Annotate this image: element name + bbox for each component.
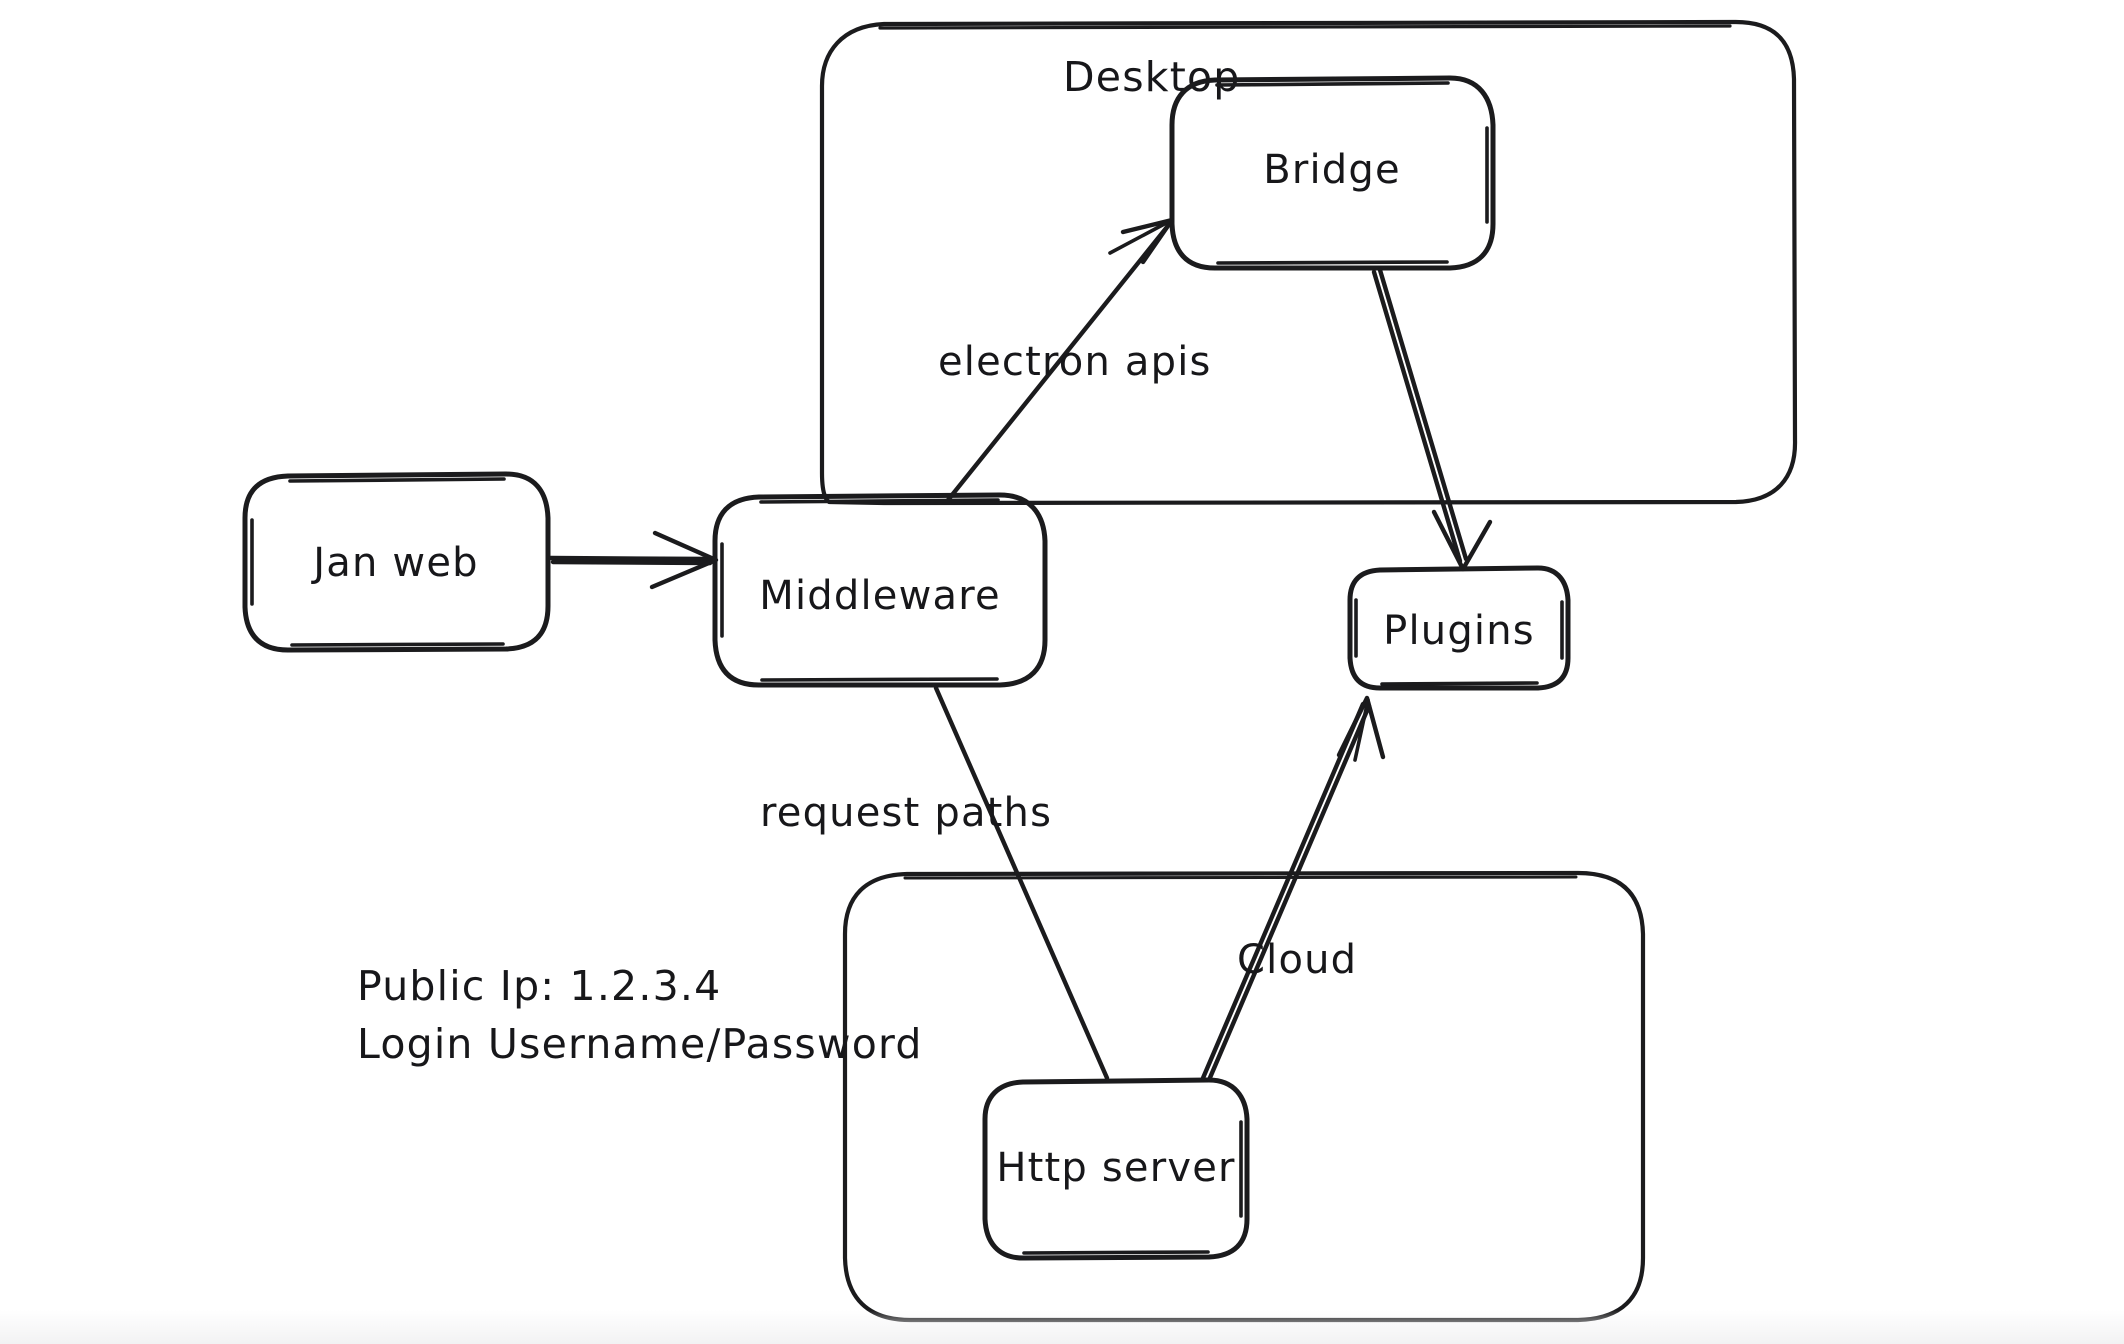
arrowhead-plugins-from-bridge	[1431, 509, 1493, 572]
edge-line-overlay	[1377, 267, 1469, 562]
jan-web-box-outline	[242, 471, 551, 653]
node-middleware[interactable]: Middleware	[712, 492, 1048, 688]
edge-line	[1200, 701, 1366, 1081]
http-server-box-sketch-overlay	[1022, 1120, 1243, 1255]
node-http-server[interactable]: Http server	[982, 1077, 1250, 1261]
edge-line	[548, 555, 717, 562]
arrowhead-bridge-extra	[1108, 219, 1172, 255]
node-jan-web[interactable]: Jan web	[242, 471, 551, 653]
edge-middleware-to-bridge	[945, 217, 1175, 503]
middleware-label: Middleware	[759, 573, 1001, 619]
middleware-box-sketch-overlay	[720, 498, 1000, 682]
edge-line-overlay	[1206, 703, 1372, 1083]
bridge-label: Bridge	[1263, 147, 1401, 193]
container-desktop	[819, 19, 1798, 506]
note-login-credentials: Login Username/Password	[357, 1020, 923, 1068]
edge-jan-web-to-middleware	[548, 530, 719, 590]
plugins-label: Plugins	[1383, 608, 1535, 654]
plugins-box-sketch-overlay	[1354, 598, 1564, 686]
edge-label-electron-apis: electron apis	[938, 339, 1212, 385]
edge-bridge-to-plugins	[1371, 267, 1493, 572]
edge-label-cloud: Cloud	[1237, 937, 1357, 983]
desktop-container-outline	[819, 19, 1798, 506]
edge-line	[933, 685, 1110, 1081]
desktop-container-sketch-overlay	[878, 24, 1732, 30]
edge-http-server-to-plugins	[1200, 695, 1386, 1083]
arrowhead-middleware	[649, 530, 719, 590]
http-server-box-outline	[982, 1077, 1250, 1261]
container-label-desktop: Desktop	[1063, 53, 1241, 101]
arrowhead-plugins-extra	[1353, 698, 1370, 762]
bridge-box-sketch-overlay	[1215, 81, 1489, 265]
node-bridge[interactable]: Bridge	[1169, 75, 1496, 271]
edge-middleware-to-http-server	[933, 685, 1110, 1081]
plugins-box-outline	[1347, 565, 1571, 691]
cloud-container-sketch-overlay	[903, 875, 1578, 880]
edge-line-overlay	[550, 559, 713, 566]
jan-web-box-sketch-overlay	[250, 477, 506, 647]
note-public-ip: Public Ip: 1.2.3.4	[357, 962, 721, 1010]
arrowhead-plugins-from-http	[1336, 695, 1386, 760]
node-plugins[interactable]: Plugins	[1347, 565, 1571, 691]
edge-line	[1371, 269, 1463, 564]
arrowhead-bridge	[1120, 217, 1175, 265]
edge-label-request-paths: request paths	[760, 790, 1052, 836]
edge-line	[945, 224, 1170, 503]
bridge-box-outline	[1169, 75, 1496, 271]
jan-web-label: Jan web	[310, 540, 479, 586]
middleware-box-outline	[712, 492, 1048, 688]
http-server-label: Http server	[996, 1145, 1235, 1191]
